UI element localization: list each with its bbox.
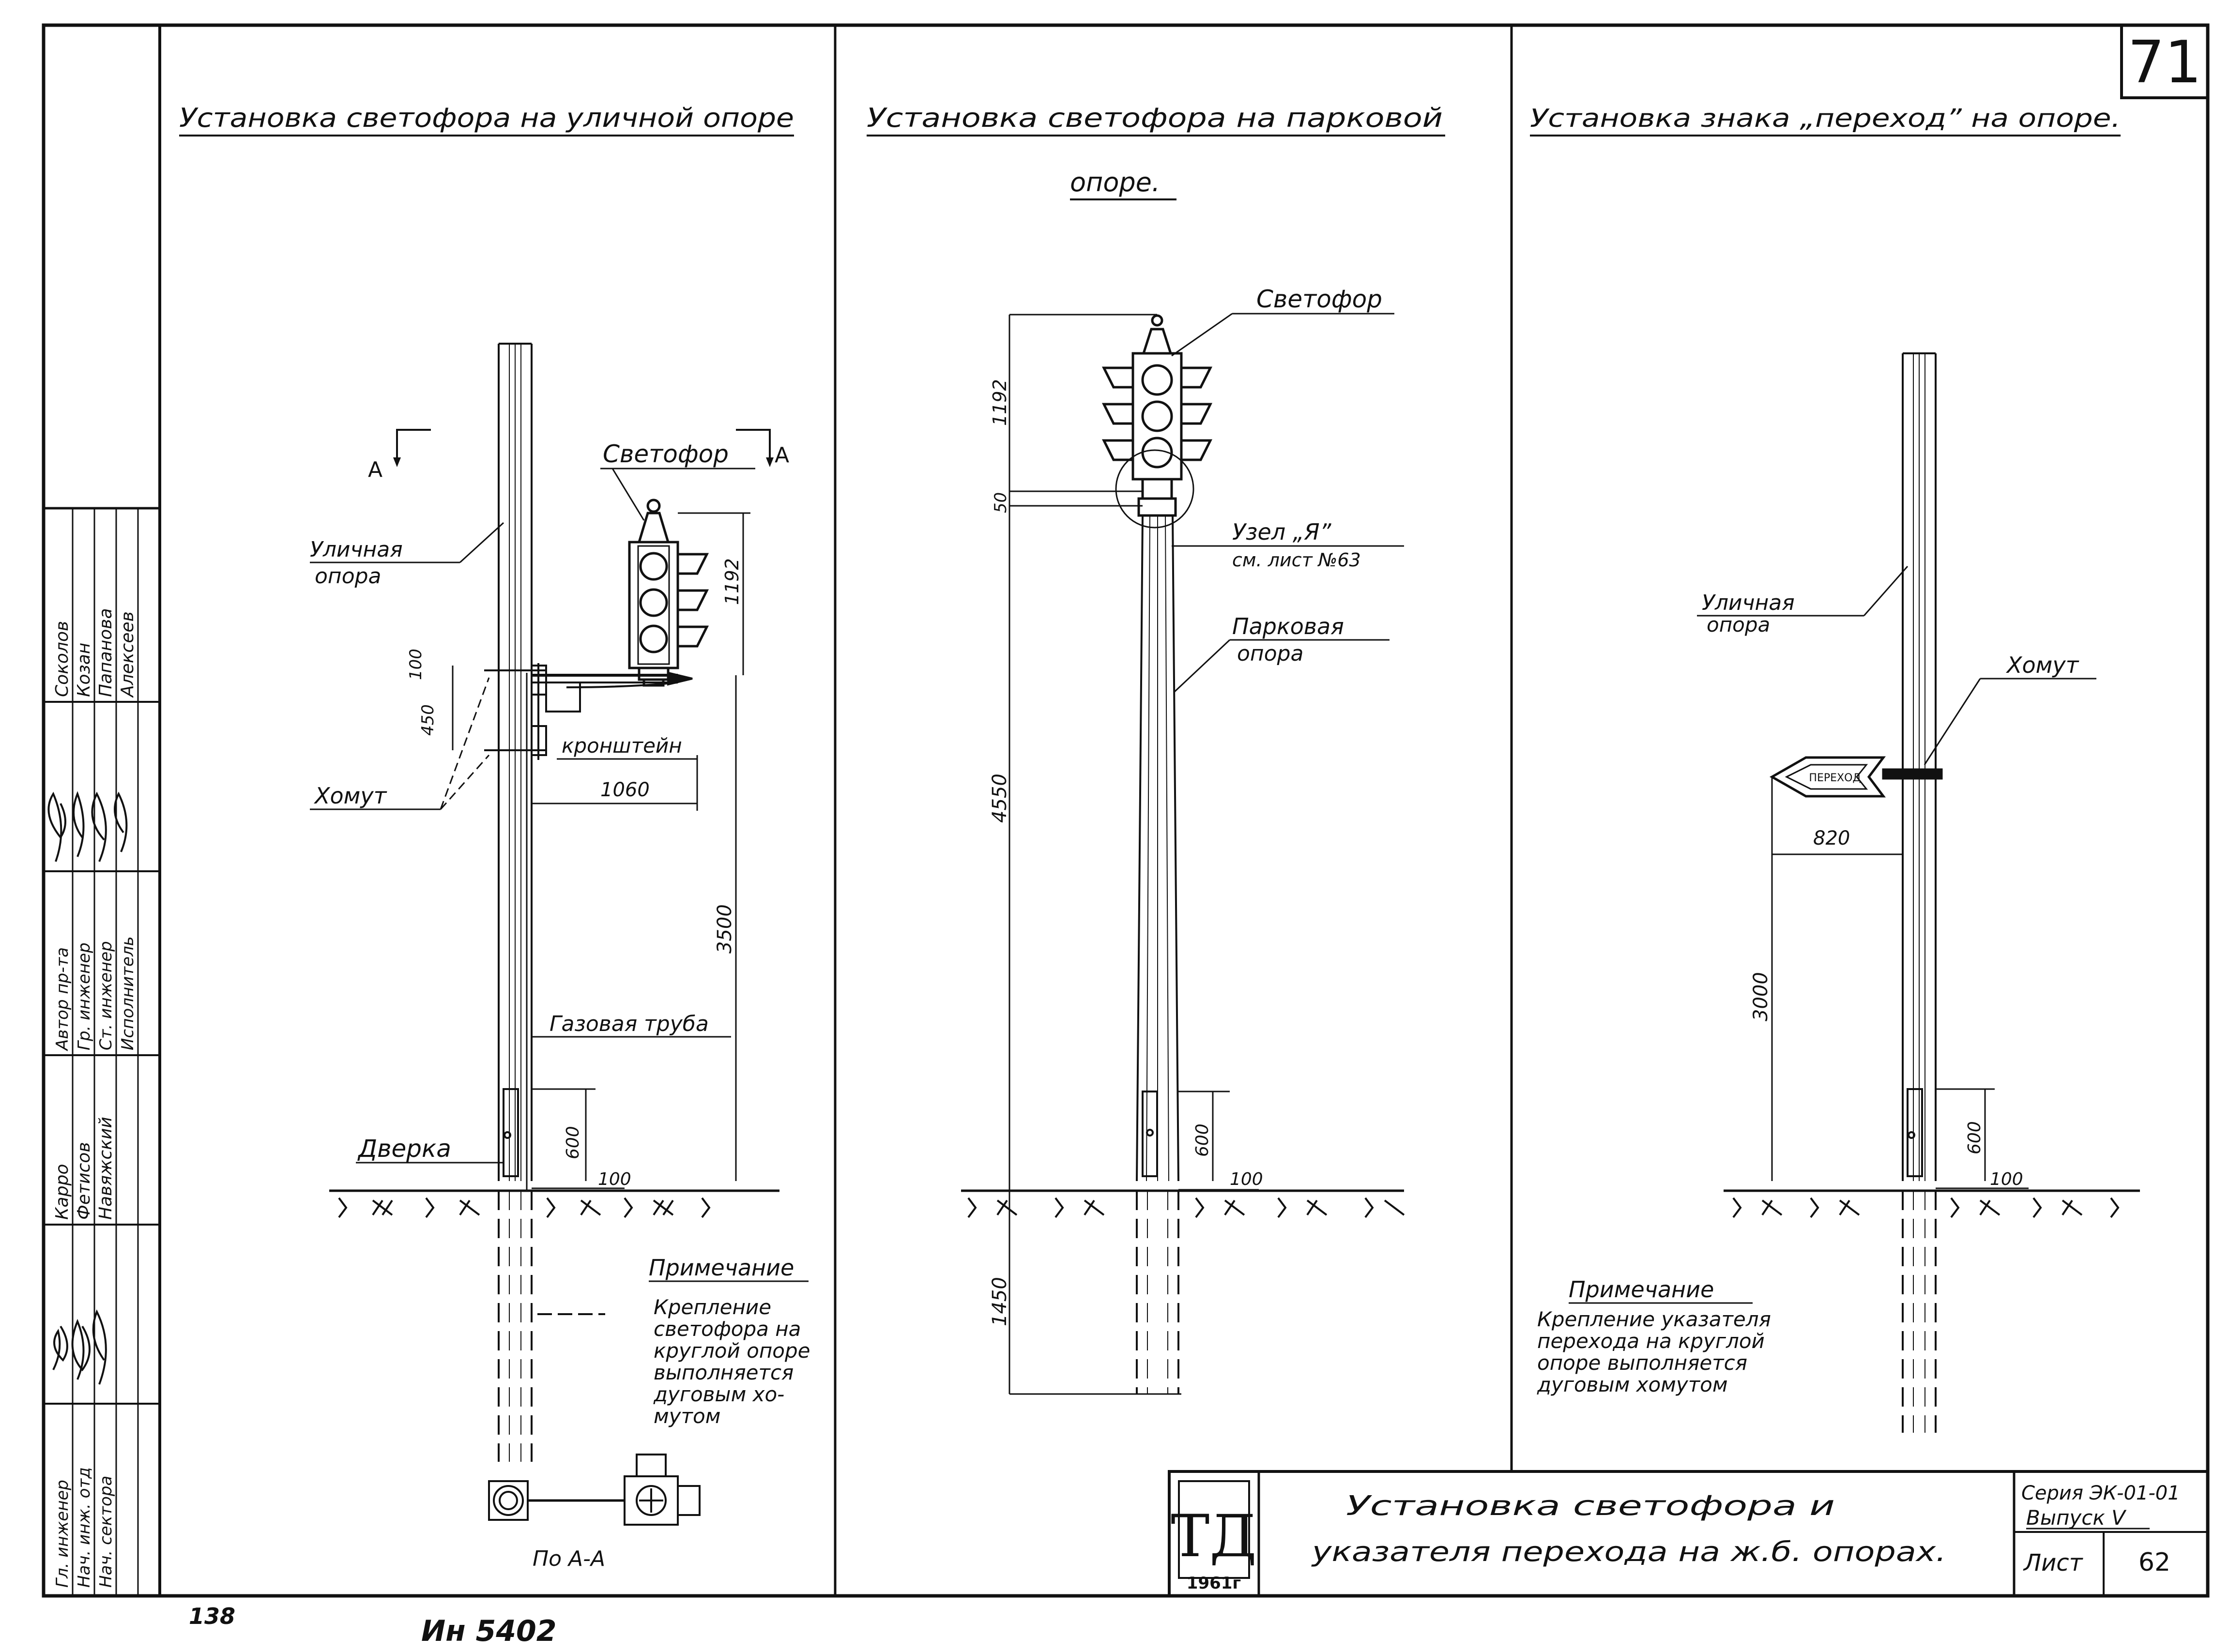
panel1-note-line-1: Крепление — [654, 1295, 771, 1319]
clamp-label: Хомут — [314, 783, 387, 809]
dim-3500-p1: 3500 — [714, 904, 736, 954]
series-label: Серия ЭК-01-01 — [2021, 1482, 2180, 1504]
dim-100-bottom-p1: 100 — [598, 1169, 631, 1189]
stamp-name-1: Карро — [52, 1164, 72, 1220]
dim-1060-p1: 1060 — [600, 779, 650, 801]
door-label: Дверка — [357, 1135, 451, 1163]
signatures — [47, 791, 128, 1385]
stamp-name-5: Козан — [74, 643, 94, 697]
street-pole-p3 — [1902, 352, 1937, 1433]
street-pole-label-2: опора — [315, 564, 382, 589]
node-ref-label: см. лист №63 — [1232, 549, 1361, 571]
panel3-note-line-1: Крепление указателя — [1537, 1307, 1771, 1331]
stamp-column: Гл. инженер Нач. инж. отд Нач. сектора А… — [44, 507, 160, 1596]
panel-street-pole: Установка светофора на уличной опоре — [179, 103, 810, 1571]
panel1-note-line-3: круглой опоре — [654, 1339, 810, 1363]
dim-100-p2: 100 — [1230, 1169, 1263, 1189]
ground-line-p3 — [1724, 1189, 2140, 1218]
dim-1450-p2: 1450 — [989, 1277, 1011, 1326]
panel1-note-title: Примечание — [649, 1255, 794, 1281]
street-pole-label-p3-2: опора — [1707, 613, 1770, 637]
crossing-sign-text: ПЕРЕХОД — [1809, 772, 1861, 784]
stamp-position-4: Автор пр-та — [53, 947, 72, 1051]
dim-100-p3: 100 — [1990, 1169, 2023, 1189]
drawing-title-1: Установка светофора и — [1346, 1490, 1835, 1522]
street-pole-label-p3-1: Уличная — [1702, 591, 1795, 615]
dim-450-p1: 450 — [418, 704, 438, 736]
stamp-position-2: Нач. инж. отд — [75, 1467, 94, 1588]
clamp-label-p3: Хомут — [2006, 652, 2079, 678]
park-pole-label-1: Парковая — [1232, 613, 1344, 639]
panel3-note-line-4: дуговым хомутом — [1537, 1373, 1728, 1396]
panel1-note-line-5: дуговым хо- — [653, 1382, 784, 1406]
panel1-annotations: Светофор А А Уличная опора Хомут кронште… — [310, 429, 789, 1164]
dim-50-p2: 50 — [991, 492, 1010, 513]
sheet-no: 62 — [2138, 1548, 2170, 1577]
logo-year: 1961г — [1187, 1574, 1241, 1593]
dim-1192-p1: 1192 — [721, 558, 743, 605]
stamp-name-6: Папанова — [96, 608, 116, 697]
sheet-number: 71 — [2128, 29, 2202, 96]
dim-600-p1: 600 — [563, 1126, 583, 1159]
panel1-title: Установка светофора на уличной опоре — [179, 103, 794, 133]
bracket — [484, 663, 693, 760]
panel1-note-line-4: выполняется — [654, 1361, 794, 1384]
stamp-position-1: Гл. инженер — [53, 1480, 72, 1588]
panel1-note-line-6: мутом — [654, 1404, 720, 1428]
ground-line-p2 — [961, 1189, 1405, 1218]
issue-label: Выпуск V — [2026, 1506, 2127, 1530]
stamp-position-7: Исполнитель — [118, 936, 137, 1050]
panel2-title-2: опоре. — [1070, 167, 1160, 197]
dim-600-p2: 600 — [1192, 1123, 1212, 1157]
panel-park-pole: Установка светофора на парковой опоре. — [867, 103, 1445, 1395]
bracket-label: кронштейн — [562, 734, 682, 758]
node-label: Узел „Я” — [1232, 519, 1332, 545]
section-mark-right: А — [775, 443, 789, 468]
panel3-note-line-3: опоре выполняется — [1537, 1351, 1747, 1375]
footer-number: 138 — [189, 1603, 235, 1629]
panel3-title: Установка знака „переход” на опоре. — [1530, 104, 2121, 133]
view-a-a-label: По А-А — [533, 1546, 605, 1571]
panel3-note-title: Примечание — [1569, 1276, 1714, 1303]
stamp-name-4: Соколов — [52, 621, 72, 697]
view-a-a — [488, 1454, 701, 1526]
dim-600-p3: 600 — [1965, 1121, 1985, 1154]
panel2-title-1: Установка светофора на парковой — [867, 103, 1443, 133]
dim-100-top-p1: 100 — [406, 649, 426, 680]
park-traffic-light-label: Светофор — [1256, 285, 1382, 313]
traffic-light-label: Светофор — [603, 440, 729, 468]
dim-4550-p2: 4550 — [989, 773, 1011, 823]
traffic-light — [628, 499, 709, 687]
logo-td: ТД — [1171, 1503, 1257, 1570]
panel3-dimensions — [1771, 777, 2029, 1189]
street-pole-label-1: Уличная — [310, 537, 403, 562]
dim-3000-p3: 3000 — [1750, 972, 1772, 1021]
stamp-position-5: Гр. инженер — [75, 942, 94, 1050]
gas-pipe-label: Газовая труба — [550, 1012, 709, 1036]
ground-line-p1 — [329, 1189, 779, 1218]
sheet-frame: 71 — [42, 23, 2210, 1598]
stamp-position-6: Ст. инженер — [96, 941, 116, 1050]
title-block: ТД 1961г Установка светофора и указателя… — [1168, 1470, 2209, 1597]
dim-820-p3: 820 — [1813, 827, 1850, 849]
street-pole — [498, 343, 533, 1462]
stamp-name-2: Фетисов — [74, 1142, 94, 1220]
panel3-note-line-2: перехода на круглой — [1537, 1329, 1765, 1353]
park-pole-label-2: опора — [1237, 641, 1304, 666]
stamp-name-7: Алексеев — [118, 611, 137, 698]
footer-inventory: Ин 5402 — [421, 1614, 557, 1648]
panel1-dimensions — [452, 512, 750, 1189]
park-traffic-light — [1101, 314, 1213, 529]
section-mark-left: А — [368, 457, 382, 482]
sheet-label: Лист — [2023, 1549, 2084, 1576]
drawing-title-2: указателя перехода на ж.б. опорах. — [1311, 1536, 1946, 1568]
panel1-note-line-2: светофора на — [654, 1317, 801, 1341]
crossing-sign — [1769, 756, 1943, 798]
park-pole — [1136, 515, 1179, 1394]
panel-crossing-sign: Установка знака „переход” на опоре. ПЕРЕ… — [1530, 104, 2140, 1433]
dim-1192-p2: 1192 — [989, 379, 1010, 426]
stamp-position-3: Нач. сектора — [96, 1476, 116, 1588]
stamp-name-3: Навяжский — [96, 1117, 116, 1220]
